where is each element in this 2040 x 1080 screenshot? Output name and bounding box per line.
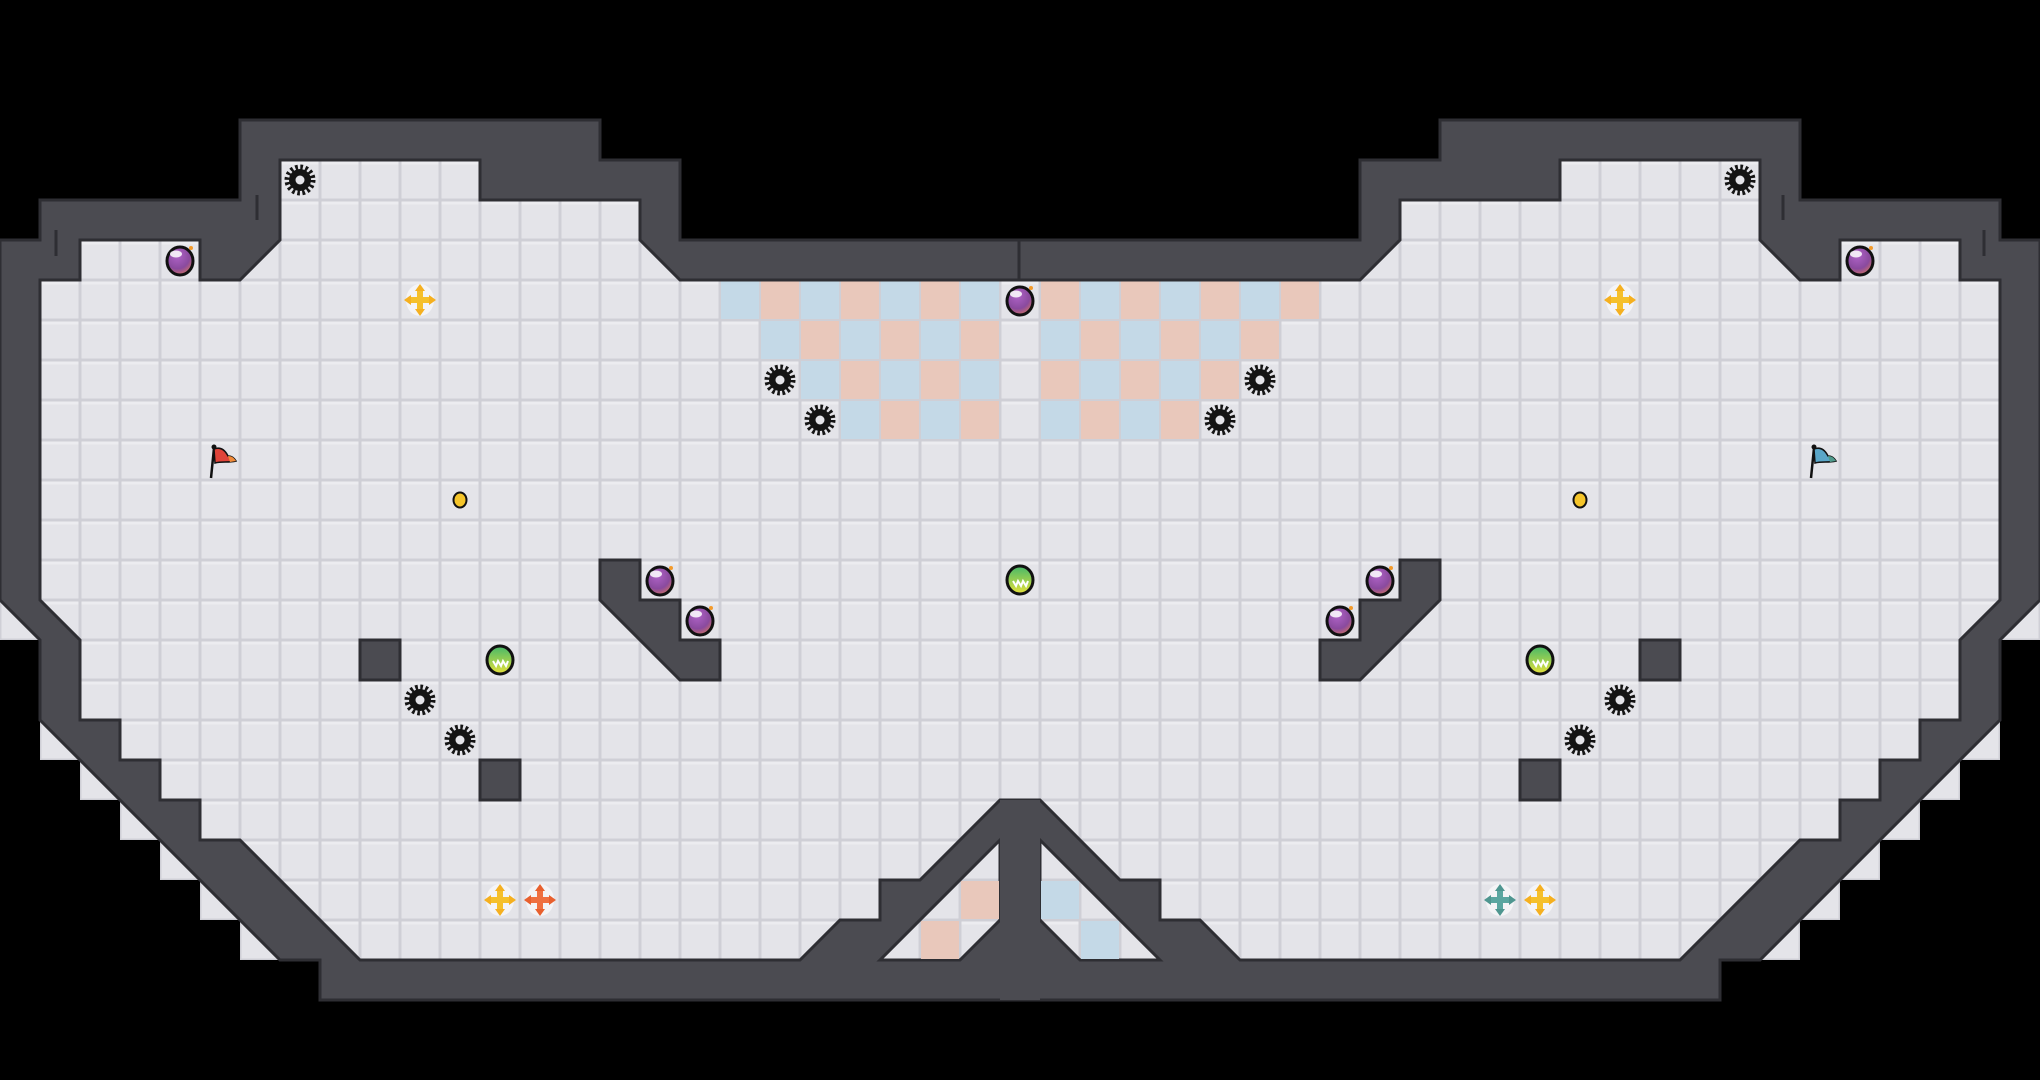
tile-blue: [1201, 321, 1239, 359]
tile-pink: [761, 281, 799, 319]
tile-pink: [1241, 321, 1279, 359]
tile-blue: [1041, 881, 1079, 919]
tile-blue: [921, 401, 959, 439]
tile-blue: [921, 321, 959, 359]
tile-pink: [1121, 281, 1159, 319]
tile-blue: [961, 281, 999, 319]
tile-blue: [841, 401, 879, 439]
tile-pink: [1161, 401, 1199, 439]
tile-pink: [1041, 361, 1079, 399]
pyramid-tiles: [921, 881, 1119, 959]
tile-pink: [1281, 281, 1319, 319]
tile-blue: [801, 361, 839, 399]
coin-icon[interactable]: [452, 491, 468, 509]
tile-pink: [921, 361, 959, 399]
tile-blue: [1081, 361, 1119, 399]
tile-blue: [841, 321, 879, 359]
bomb-icon[interactable]: [645, 564, 675, 597]
tile-blue: [721, 281, 759, 319]
tile-pink: [1081, 401, 1119, 439]
bomb-icon[interactable]: [1365, 564, 1395, 597]
tile-pink: [1201, 281, 1239, 319]
tile-pink: [961, 401, 999, 439]
bomb-icon[interactable]: [1845, 244, 1875, 277]
tile-pink: [921, 921, 959, 959]
center-pillar: [1000, 800, 1040, 1000]
bomb-icon[interactable]: [1005, 284, 1035, 317]
tile-pink: [881, 321, 919, 359]
tile-blue: [1081, 921, 1119, 959]
tile-pink: [1041, 281, 1079, 319]
tile-blue: [961, 361, 999, 399]
tile-pink: [961, 881, 999, 919]
tile-blue: [801, 281, 839, 319]
bomb-icon[interactable]: [165, 244, 195, 277]
tile-blue: [881, 281, 919, 319]
colored-tiles: [721, 281, 1319, 439]
tile-blue: [1121, 321, 1159, 359]
bomb-icon[interactable]: [1325, 604, 1355, 637]
tile-pink: [1121, 361, 1159, 399]
tile-pink: [841, 361, 879, 399]
tile-blue: [1121, 401, 1159, 439]
walls: [0, 118, 2040, 1002]
tile-pink: [1161, 321, 1199, 359]
tile-blue: [1041, 401, 1079, 439]
tile-blue: [1161, 361, 1199, 399]
tile-blue: [1161, 281, 1199, 319]
tile-blue: [1041, 321, 1079, 359]
tile-pink: [1201, 361, 1239, 399]
tile-pink: [921, 281, 959, 319]
green-orb-icon[interactable]: [485, 644, 515, 676]
tile-blue: [761, 321, 799, 359]
tile-pink: [961, 321, 999, 359]
tile-pink: [881, 401, 919, 439]
bomb-icon[interactable]: [685, 604, 715, 637]
green-orb-icon[interactable]: [1005, 564, 1035, 596]
coin-icon[interactable]: [1572, 491, 1588, 509]
tile-pink: [841, 281, 879, 319]
tile-blue: [881, 361, 919, 399]
tile-pink: [1081, 321, 1119, 359]
tile-pink: [801, 321, 839, 359]
tile-blue: [1241, 281, 1279, 319]
tile-blue: [1081, 281, 1119, 319]
green-orb-icon[interactable]: [1525, 644, 1555, 676]
